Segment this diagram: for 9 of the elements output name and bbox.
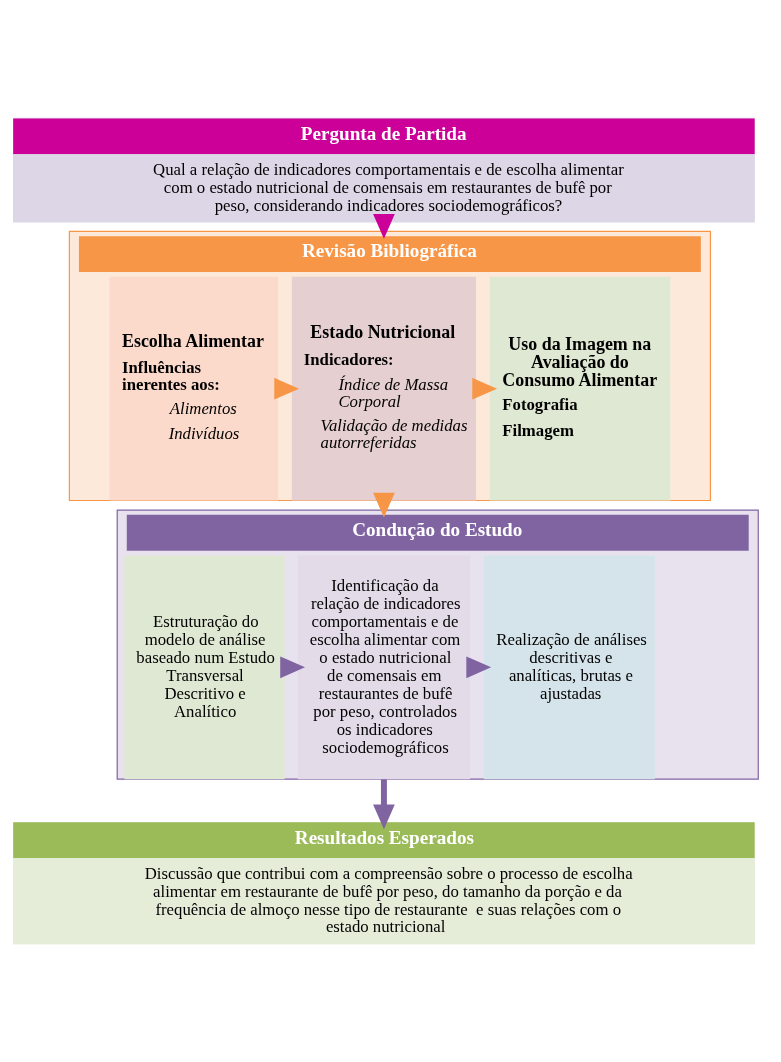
node-box: Realização de análises descritivas e analíticas, brutas e ajustadas — [483, 555, 655, 780]
arrow — [472, 377, 498, 400]
arrow — [274, 377, 300, 400]
arrow — [280, 656, 305, 679]
arrow — [373, 492, 395, 518]
arrow — [466, 656, 492, 679]
arrow — [373, 779, 395, 830]
node-box: Uso da Imagem na Avaliação do Consumo Alimentar Fotografia Filmagem — [489, 276, 671, 501]
arrow — [373, 214, 395, 239]
